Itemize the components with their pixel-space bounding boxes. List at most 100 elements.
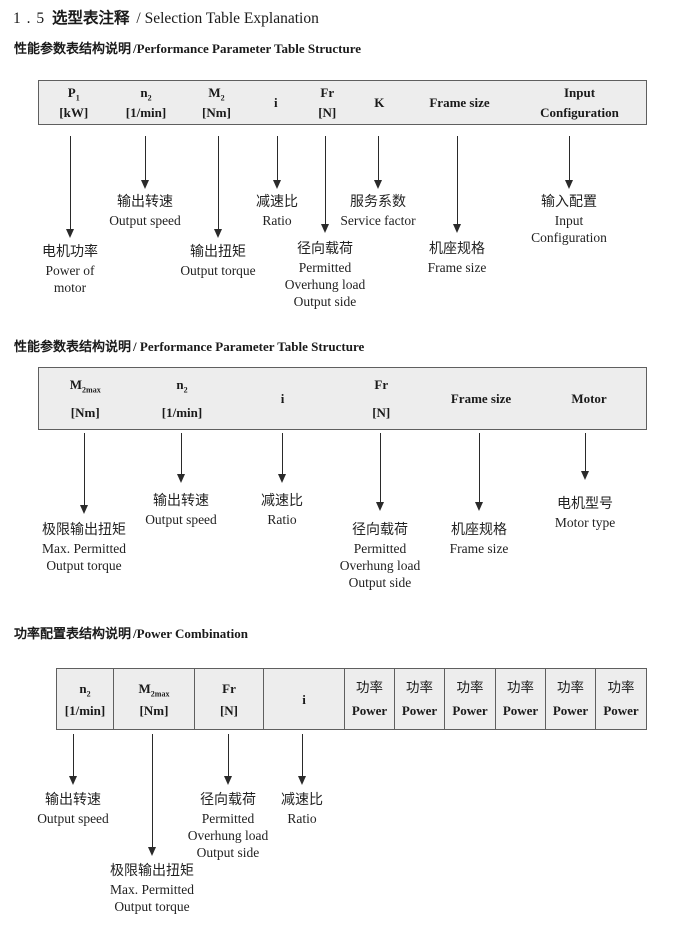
arrow-down-icon (177, 474, 185, 483)
callout-arrow-line (181, 433, 182, 475)
column-unit: [Nm] (202, 105, 231, 120)
column-symbol-subscript: 2 (147, 93, 152, 103)
section3-heading-en: /Power Combination (133, 626, 248, 641)
column-symbol: Fr (374, 377, 389, 392)
callout-label-line: 电机功率 (42, 244, 98, 260)
callout-label-line: 减速比 (281, 792, 323, 808)
callout-label-line: Permitted (201, 810, 255, 826)
callout-label-line: 输入配置 (541, 194, 597, 210)
column-symbol: M (208, 85, 221, 100)
callout-label-line: 输出扭矩 (190, 244, 246, 260)
arrow-down-icon (66, 229, 74, 238)
callout-label: 减速比 Ratio (261, 493, 303, 528)
callout-label-line: 电机型号 (557, 496, 613, 512)
column-header: M2 [Nm] (184, 81, 250, 124)
page-title-en: / Selection Table Explanation (136, 10, 319, 27)
callout-label-line: 减速比 (261, 493, 303, 509)
column-symbol: i (302, 691, 306, 707)
callout-label-line: Output speed (37, 810, 109, 826)
callout-label: 减速比 Ratio (281, 792, 323, 827)
callout-label-line: Frame size (427, 259, 487, 275)
section2-heading-en: / Performance Parameter Table Structure (133, 339, 365, 354)
section2-heading: 性能参数表结构说明/ Performance Parameter Table S… (14, 336, 364, 355)
callout-label-line: Input (554, 212, 584, 228)
arrow-down-icon (475, 502, 483, 511)
section-number: 1 . 5 (13, 10, 46, 27)
column-unit: [Nm] (139, 702, 169, 718)
callout-label-line: 输出转速 (153, 493, 209, 509)
callout-label-line: Configuration (531, 229, 607, 245)
callout-arrow-line (277, 136, 278, 181)
column-symbol: i (280, 391, 285, 406)
arrow-down-icon (374, 180, 382, 189)
callout-arrow-line (302, 734, 303, 777)
column-header: Fr [N] (333, 368, 431, 429)
column-unit: [1/min] (64, 702, 106, 718)
callout-label-line: Output torque (180, 262, 256, 278)
callout-label-line: 服务系数 (350, 194, 406, 210)
column-header: n2[1/min] (132, 368, 233, 429)
column-header: Motor (532, 368, 646, 429)
column-symbol: 功率 (356, 680, 383, 696)
callout-arrow-line (325, 136, 326, 225)
column-symbol-subscript: 2max (150, 689, 170, 699)
column-symbol: 功率 (557, 680, 584, 696)
callout-label-line: Service factor (340, 212, 416, 228)
column-unit: [N] (372, 405, 391, 420)
column-symbol-subscript: 1 (75, 93, 80, 103)
callout-label: 输出扭矩 Output torque (180, 244, 255, 279)
column-unit: [N] (219, 702, 239, 718)
column-header: i (250, 81, 303, 124)
column-symbol: Fr (222, 680, 236, 696)
callout-label-line: Max. Permitted (110, 881, 194, 897)
column-header: Frame size (430, 368, 532, 429)
callout-label-line: Output side (196, 844, 260, 860)
callout-arrow-line (152, 734, 153, 848)
column-unit: [Nm] (70, 405, 100, 420)
section1-heading-en: /Performance Parameter Table Structure (133, 41, 362, 56)
column-symbol: 功率 (456, 680, 484, 696)
column-header: M2max [Nm] (39, 368, 132, 429)
column-symbol: 功率 (406, 680, 433, 696)
column-symbol-subscript: 2max (82, 385, 101, 395)
column-symbol: M (69, 377, 83, 392)
callout-label-line: Output torque (46, 557, 122, 573)
arrow-down-icon (298, 776, 306, 785)
arrow-down-icon (273, 180, 281, 189)
column-header: Frame size (406, 81, 513, 124)
arrow-down-icon (80, 505, 88, 514)
callout-arrow-line (228, 734, 229, 777)
callout-label-line: Ratio (267, 511, 297, 527)
column-header: P1[kW] (39, 81, 109, 124)
column-unit: Power (552, 703, 589, 718)
column-header: K (353, 81, 407, 124)
callout-label-line: 极限输出扭矩 (110, 863, 194, 879)
callout-arrow-line (479, 433, 480, 503)
section1-heading-zh: 性能参数表结构说明 (14, 42, 132, 57)
column-symbol: Input (563, 85, 596, 100)
callout-label: 服务系数 Service factor (340, 194, 415, 229)
callout-label-line: Ratio (287, 810, 317, 826)
column-symbol: n (176, 377, 184, 392)
column-symbol-subscript: 2 (86, 689, 91, 699)
column-unit: Power (603, 703, 639, 718)
column-symbol-subscript: 2 (220, 93, 225, 103)
column-header: i (233, 368, 333, 429)
column-header: n2[1/min] (109, 81, 184, 124)
callout-label-line: Permitted (298, 259, 352, 275)
column-symbol: Frame size (429, 95, 490, 110)
column-header: i (263, 669, 344, 729)
